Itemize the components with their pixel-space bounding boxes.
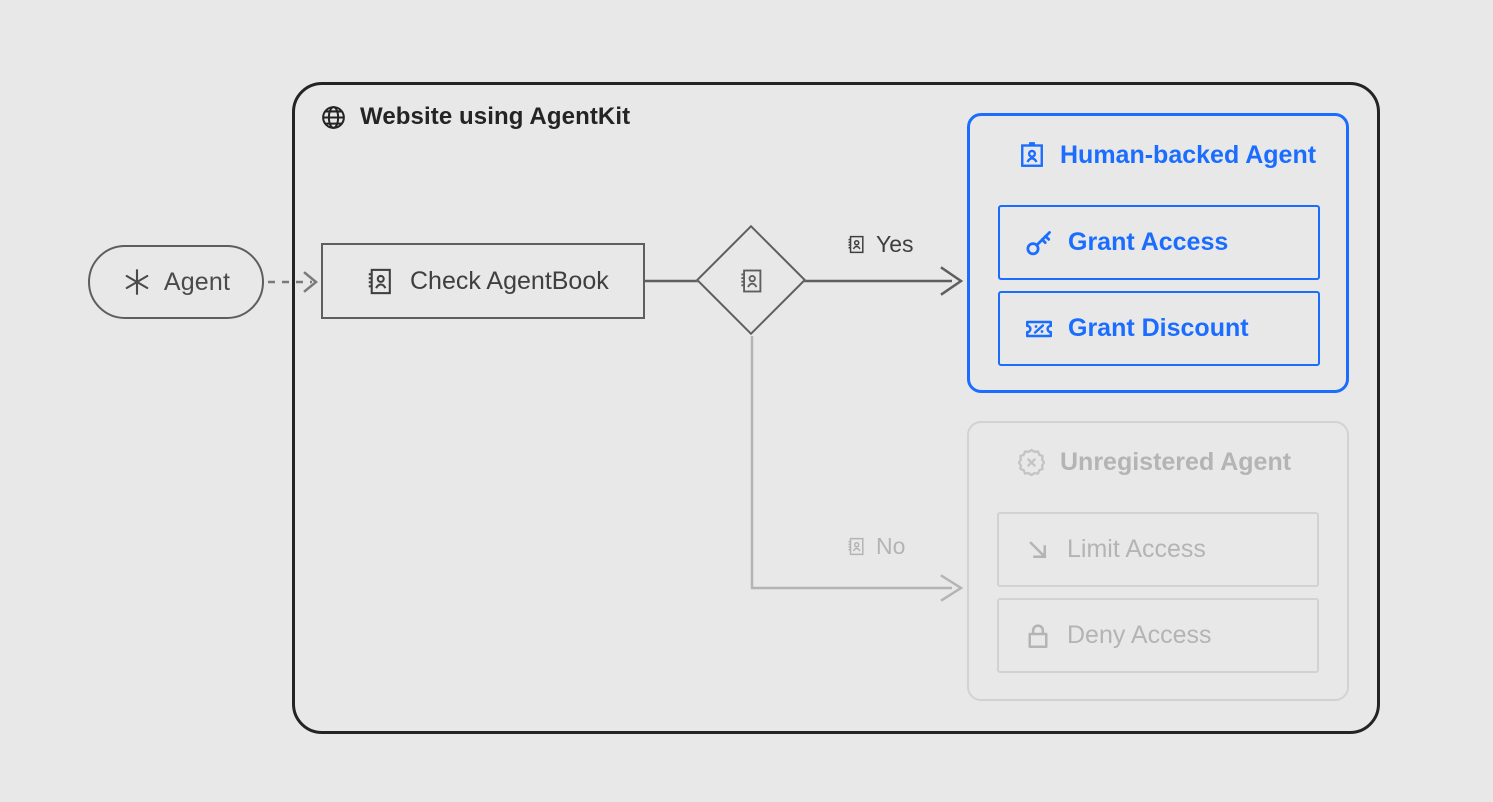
panel-title: Human-backed Agent (1060, 140, 1317, 169)
start-node-agent[interactable]: Agent (88, 245, 264, 319)
panel-human-backed-agent: Human-backed Agent Grant Access (967, 113, 1349, 393)
address-book-icon (846, 234, 867, 255)
website-container (292, 82, 1380, 734)
id-badge-person-icon (1017, 140, 1047, 170)
branch-label-no: No (846, 533, 905, 560)
ticket-percent-icon (1024, 314, 1054, 344)
panel-header-human-backed-agent: Human-backed Agent (1017, 140, 1316, 170)
action-label: Grant Access (1068, 228, 1229, 256)
start-node-label: Agent (163, 267, 231, 296)
process-check-agentbook[interactable]: Check AgentBook (321, 243, 645, 319)
badge-x-icon (1016, 447, 1047, 478)
action-label: Deny Access (1067, 621, 1212, 649)
action-deny-access[interactable]: Deny Access (997, 598, 1319, 673)
address-book-icon (697, 226, 807, 336)
action-grant-discount[interactable]: Grant Discount (998, 291, 1320, 366)
action-limit-access[interactable]: Limit Access (997, 512, 1319, 587)
branch-no-text: No (876, 533, 906, 559)
branch-yes-text: Yes (876, 231, 914, 257)
panel-title: Unregistered Agent (1060, 448, 1292, 476)
sparkle-asterisk-icon (122, 267, 152, 297)
action-grant-access[interactable]: Grant Access (998, 205, 1320, 280)
key-icon (1024, 228, 1054, 258)
lock-icon (1023, 621, 1053, 651)
address-book-icon (365, 266, 396, 297)
website-container-title: Website using AgentKit (320, 103, 630, 131)
branch-label-yes: Yes (846, 231, 914, 258)
action-label: Limit Access (1067, 535, 1206, 563)
panel-unregistered-agent: Unregistered Agent Limit Access Deny Acc… (967, 421, 1349, 701)
process-label: Check AgentBook (410, 266, 609, 295)
address-book-icon (846, 536, 867, 557)
action-label: Grant Discount (1068, 314, 1249, 342)
globe-icon (320, 104, 347, 131)
website-title-label: Website using AgentKit (360, 103, 631, 130)
panel-header-unregistered-agent: Unregistered Agent (1016, 447, 1291, 478)
arrow-down-right-icon (1023, 535, 1053, 565)
decision-node[interactable] (695, 224, 807, 336)
